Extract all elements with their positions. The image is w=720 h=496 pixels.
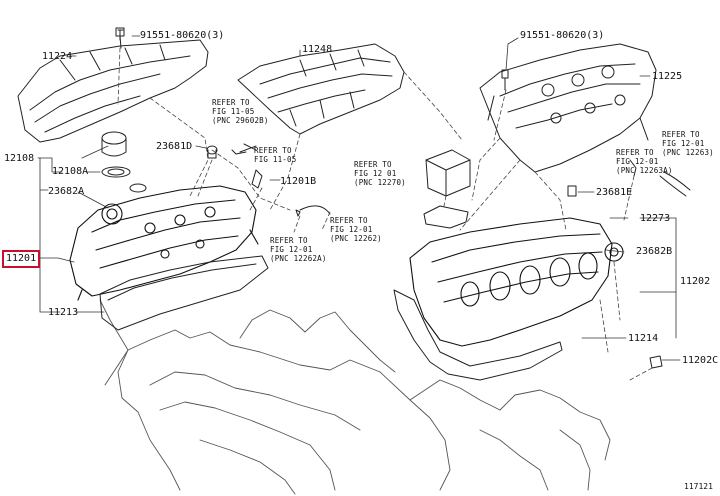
- label-11224[interactable]: 11224: [42, 51, 73, 62]
- refer-line: FIG 12-01: [330, 225, 373, 234]
- label-23682A[interactable]: 23682A: [48, 186, 85, 197]
- refer-fig-12-01-pnc-12262a[interactable]: REFER TO FIG 12-01 (PNC 12262A): [270, 236, 327, 263]
- refer-line: REFER TO: [662, 130, 700, 139]
- refer-line: REFER TO: [212, 98, 250, 107]
- refer-line: (PNC 12262): [330, 234, 382, 243]
- label-12108A[interactable]: 12108A: [52, 166, 89, 177]
- engine-block-outline: [99, 299, 611, 495]
- refer-line: REFER TO: [354, 160, 392, 169]
- gasket-11214-shape: [393, 289, 563, 381]
- bolts-right-shape: [567, 159, 691, 369]
- refer-line: REFER TO: [330, 216, 368, 225]
- refer-fig-12-01-pnc-12263a[interactable]: REFER TO FIG 12-01 (PNC 12263A): [616, 148, 673, 175]
- refer-fig-11-05[interactable]: REFER TO FIG 11-05: [254, 146, 296, 164]
- cover-11225-shape: [479, 43, 657, 173]
- refer-line: (PNC 12263A): [616, 166, 673, 175]
- refer-line: REFER TO: [616, 148, 654, 157]
- oil-filler-cap-shape: [101, 131, 131, 178]
- refer-line: FIG 11-05: [212, 107, 255, 116]
- bolt-91551-left-shape: [115, 27, 125, 49]
- dashed-leader-lines: [117, 47, 653, 381]
- figure-code: 117121: [684, 482, 713, 491]
- label-11201-highlighted[interactable]: 11201: [2, 250, 41, 268]
- refer-line: FIG 12 01: [354, 169, 397, 178]
- label-11214[interactable]: 11214: [628, 333, 659, 344]
- label-11225[interactable]: 11225: [652, 71, 683, 82]
- refer-line: (PNC 12263): [662, 148, 714, 157]
- label-91551-left[interactable]: 91551-80620(3): [140, 30, 225, 41]
- label-11201B[interactable]: 11201B: [280, 176, 317, 187]
- refer-line: FIG 12-01: [270, 245, 313, 254]
- label-12273[interactable]: 12273: [640, 213, 671, 224]
- refer-fig-11-05-pnc-29602b[interactable]: REFER TO FIG 11-05 (PNC 29602B): [212, 98, 269, 125]
- gasket-11213-shape: [99, 255, 269, 331]
- refer-fig-12-01-pnc-12263[interactable]: REFER TO FIG 12-01 (PNC 12263): [662, 130, 714, 157]
- refer-line: FIG 11-05: [254, 155, 297, 164]
- cover-11248-shape: [237, 43, 405, 135]
- refer-line: FIG 12-01: [662, 139, 705, 148]
- label-23681E[interactable]: 23681E: [596, 187, 633, 198]
- label-11202[interactable]: 11202: [680, 276, 711, 287]
- label-11202C[interactable]: 11202C: [682, 355, 719, 366]
- label-11248[interactable]: 11248: [302, 44, 333, 55]
- head-cover-11201-shape: [69, 185, 259, 301]
- refer-line: (PNC 12262A): [270, 254, 327, 263]
- refer-line: (PNC 29602B): [212, 116, 269, 125]
- seal-ring-shape: [423, 205, 469, 229]
- refer-line: REFER TO: [254, 146, 292, 155]
- cover-11224-shape: [17, 29, 209, 143]
- small-parts-left-shape: [129, 143, 331, 217]
- label-12108[interactable]: 12108: [4, 153, 35, 164]
- label-23682B[interactable]: 23682B: [636, 246, 673, 257]
- refer-line: REFER TO: [270, 236, 308, 245]
- refer-line: FIG 12-01: [616, 157, 659, 166]
- bolt-91551-right-shape: [501, 69, 509, 91]
- refer-line: (PNC 12270): [354, 178, 406, 187]
- refer-fig-12-01-pnc-12270[interactable]: REFER TO FIG 12 01 (PNC 12270): [354, 160, 406, 187]
- connector-box-shape: [425, 149, 471, 197]
- leader-lines: [37, 35, 681, 361]
- refer-fig-12-01-pnc-12262[interactable]: REFER TO FIG 12-01 (PNC 12262): [330, 216, 382, 243]
- label-23681D[interactable]: 23681D: [156, 141, 193, 152]
- head-cover-11202-shape: [409, 217, 624, 347]
- label-91551-right[interactable]: 91551-80620(3): [520, 30, 605, 41]
- label-11213[interactable]: 11213: [48, 307, 79, 318]
